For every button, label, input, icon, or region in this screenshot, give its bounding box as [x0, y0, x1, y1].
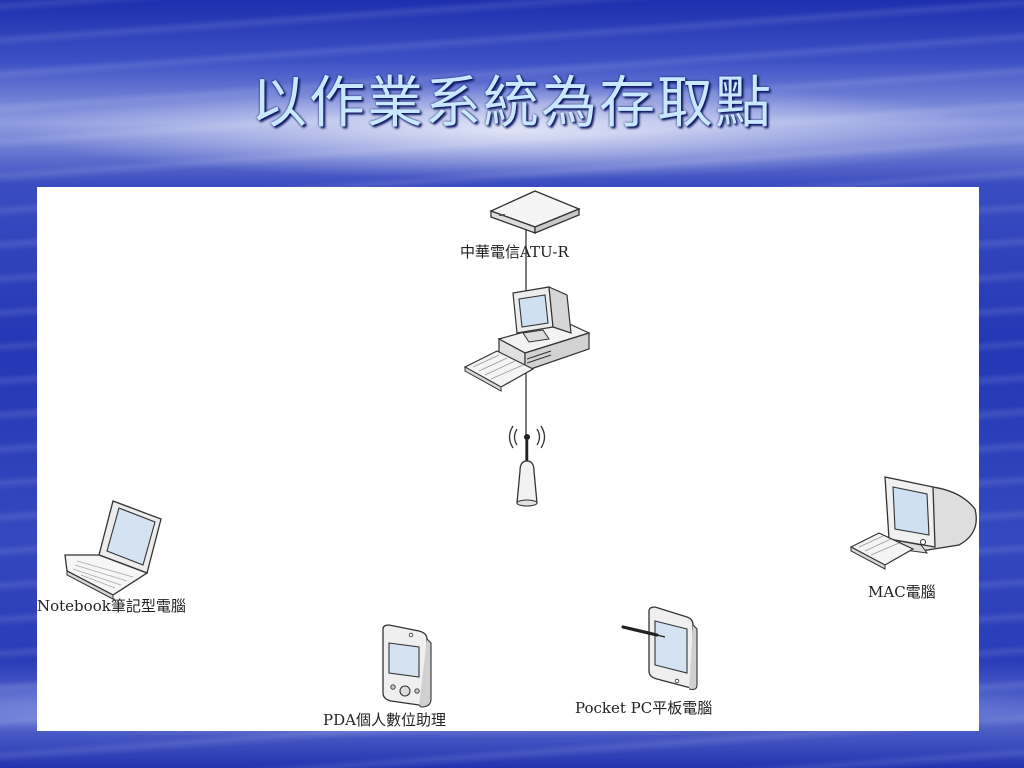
antenna-icon	[508, 425, 546, 507]
slide-title: 以作業系統為存取點	[251, 71, 773, 136]
notebook-label: Notebook筆記型電腦	[37, 597, 186, 615]
pda-icon	[382, 624, 432, 708]
network-diagram: 中華電信ATU-R	[37, 187, 979, 731]
notebook-icon	[64, 500, 162, 600]
modem-label: 中華電信ATU-R	[460, 243, 569, 261]
pocket-pc-icon	[621, 606, 698, 691]
pda-label: PDA個人數位助理	[323, 711, 446, 729]
modem-icon	[489, 190, 581, 234]
mac-label: MAC電腦	[868, 583, 936, 601]
mac-computer-icon	[849, 476, 977, 570]
pocket-pc-label: Pocket PC平板電腦	[575, 699, 713, 717]
desktop-computer-icon	[463, 286, 591, 392]
